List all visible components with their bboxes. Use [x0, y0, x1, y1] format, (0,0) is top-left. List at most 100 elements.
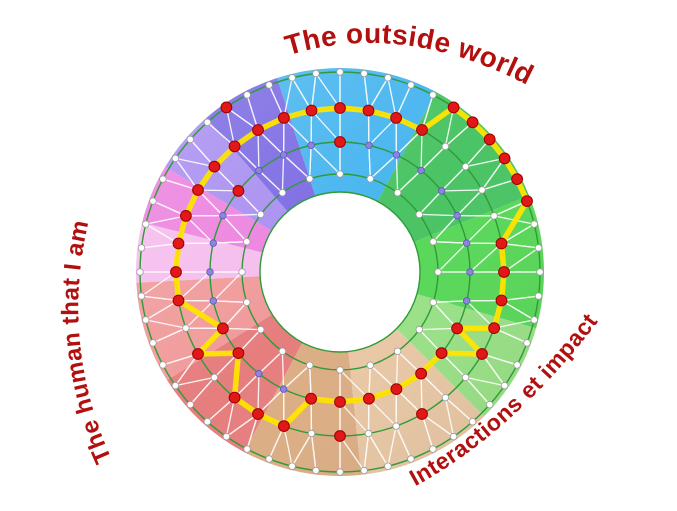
node-dot[interactable]	[463, 297, 471, 305]
node-dot[interactable]	[415, 210, 423, 219]
node-dot[interactable]	[500, 381, 509, 390]
node-dot[interactable]	[453, 211, 461, 220]
node-dot[interactable]	[384, 462, 392, 470]
node-dot[interactable]	[149, 197, 157, 205]
node-dot[interactable]	[171, 154, 180, 163]
node-dot[interactable]	[417, 166, 425, 175]
selected-node-dot[interactable]	[498, 152, 511, 165]
selected-node-dot[interactable]	[476, 348, 488, 360]
selected-node-dot[interactable]	[252, 124, 264, 136]
selected-node-dot[interactable]	[390, 383, 403, 396]
selected-node-dot[interactable]	[451, 322, 464, 335]
node-dot[interactable]	[534, 292, 543, 300]
selected-node-dot[interactable]	[362, 104, 375, 117]
node-dot[interactable]	[265, 455, 273, 463]
selected-node-dot[interactable]	[498, 266, 510, 278]
node-dot[interactable]	[306, 175, 314, 183]
node-dot[interactable]	[265, 81, 273, 89]
node-dot[interactable]	[407, 455, 415, 463]
selected-node-dot[interactable]	[447, 101, 460, 114]
node-dot[interactable]	[142, 220, 150, 228]
node-dot[interactable]	[366, 175, 374, 183]
node-dot[interactable]	[441, 393, 450, 402]
node-dot[interactable]	[279, 385, 288, 393]
node-dot[interactable]	[468, 418, 477, 426]
node-dot[interactable]	[209, 297, 217, 305]
node-dot[interactable]	[186, 400, 194, 409]
selected-node-dot[interactable]	[334, 136, 346, 148]
node-dot[interactable]	[429, 298, 437, 306]
selected-node-dot[interactable]	[278, 112, 290, 124]
node-dot[interactable]	[461, 162, 470, 171]
selected-node-dot[interactable]	[192, 348, 204, 360]
selected-node-dot[interactable]	[220, 101, 233, 114]
selected-node-dot[interactable]	[488, 322, 501, 335]
selected-node-dot[interactable]	[483, 133, 496, 146]
node-dot[interactable]	[238, 268, 246, 276]
node-dot[interactable]	[243, 445, 251, 453]
node-dot[interactable]	[449, 432, 458, 441]
selected-node-dot[interactable]	[495, 294, 508, 307]
node-dot[interactable]	[523, 339, 531, 347]
node-dot[interactable]	[392, 422, 400, 430]
node-dot[interactable]	[534, 244, 543, 252]
node-dot[interactable]	[137, 292, 146, 300]
node-dot[interactable]	[243, 91, 251, 99]
node-dot[interactable]	[243, 237, 251, 246]
node-dot[interactable]	[336, 468, 344, 476]
node-dot[interactable]	[530, 220, 538, 228]
node-dot[interactable]	[219, 211, 227, 220]
node-dot[interactable]	[137, 244, 146, 252]
node-dot[interactable]	[288, 74, 296, 82]
node-dot[interactable]	[336, 366, 344, 374]
node-dot[interactable]	[461, 373, 470, 382]
selected-node-dot[interactable]	[334, 102, 346, 114]
node-dot[interactable]	[441, 142, 450, 151]
node-dot[interactable]	[437, 187, 446, 195]
node-dot[interactable]	[429, 237, 437, 246]
node-dot[interactable]	[434, 268, 442, 276]
selected-node-dot[interactable]	[511, 173, 523, 186]
node-dot[interactable]	[203, 418, 212, 426]
selected-node-dot[interactable]	[252, 408, 264, 420]
node-dot[interactable]	[336, 68, 344, 76]
node-dot[interactable]	[182, 324, 190, 332]
node-dot[interactable]	[222, 432, 231, 441]
node-dot[interactable]	[486, 400, 494, 409]
node-dot[interactable]	[255, 166, 263, 175]
selected-node-dot[interactable]	[390, 112, 403, 124]
node-dot[interactable]	[415, 325, 423, 334]
node-dot[interactable]	[466, 268, 474, 276]
node-dot[interactable]	[312, 466, 320, 475]
node-dot[interactable]	[257, 325, 265, 334]
selected-node-dot[interactable]	[228, 140, 241, 153]
node-dot[interactable]	[336, 170, 344, 178]
node-dot[interactable]	[142, 316, 150, 324]
node-dot[interactable]	[364, 429, 373, 438]
node-dot[interactable]	[209, 239, 217, 247]
selected-node-dot[interactable]	[172, 294, 185, 307]
node-dot[interactable]	[288, 462, 296, 470]
selected-node-dot[interactable]	[415, 367, 428, 380]
node-dot[interactable]	[530, 316, 538, 324]
selected-node-dot[interactable]	[305, 104, 318, 117]
node-dot[interactable]	[307, 429, 316, 438]
node-dot[interactable]	[149, 339, 157, 347]
node-dot[interactable]	[392, 151, 401, 159]
node-dot[interactable]	[257, 210, 265, 219]
selected-node-dot[interactable]	[172, 237, 185, 250]
node-dot[interactable]	[206, 268, 214, 276]
selected-node-dot[interactable]	[363, 392, 375, 405]
selected-node-dot[interactable]	[305, 392, 318, 405]
selected-node-dot[interactable]	[521, 195, 533, 208]
selected-node-dot[interactable]	[435, 347, 448, 360]
node-dot[interactable]	[159, 175, 167, 183]
node-dot[interactable]	[384, 74, 392, 82]
selected-node-dot[interactable]	[228, 391, 241, 404]
node-dot[interactable]	[463, 239, 471, 247]
node-dot[interactable]	[366, 361, 374, 369]
node-dot[interactable]	[136, 268, 144, 276]
node-dot[interactable]	[279, 151, 288, 159]
selected-node-dot[interactable]	[495, 237, 508, 250]
node-dot[interactable]	[210, 373, 219, 382]
